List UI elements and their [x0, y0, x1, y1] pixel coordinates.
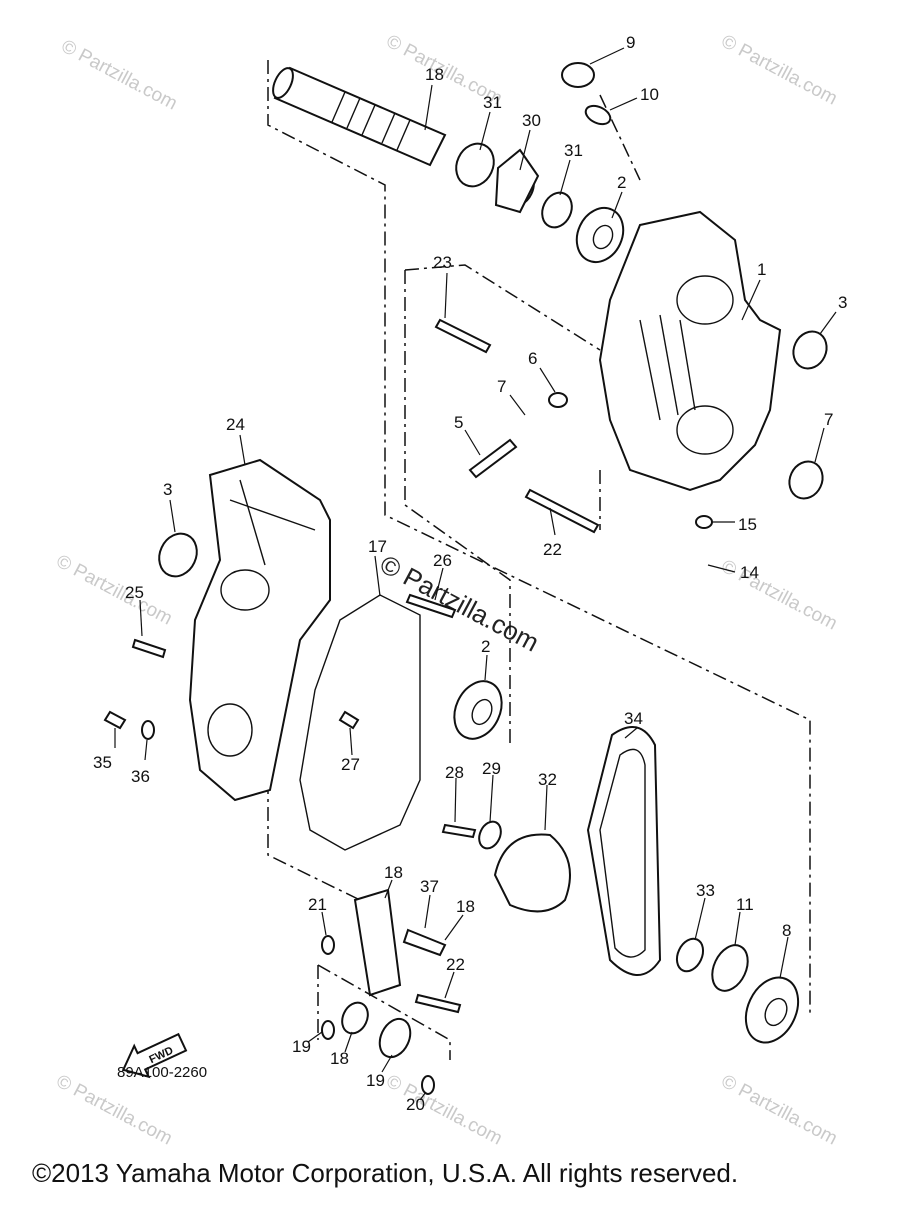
- gear-case: [598, 210, 782, 492]
- callout-24: 24: [226, 415, 245, 434]
- callout-35: 35: [93, 753, 112, 772]
- callout-10: 6: [528, 349, 537, 368]
- callout-23: 23: [433, 253, 452, 272]
- callout-37: 37: [420, 877, 439, 896]
- watermark-1: © Partzilla.com: [58, 36, 181, 115]
- callout-15: 18: [425, 65, 444, 84]
- leader-lines: [114, 47, 837, 1101]
- assembly-boundaries: [267, 60, 811, 1060]
- bolts: [103, 318, 600, 1014]
- callout-36: 36: [131, 767, 150, 786]
- boundary-axis-7: [599, 94, 641, 181]
- callout-1: 1: [757, 260, 766, 279]
- watermark-5: © Partzilla.com: [718, 556, 841, 635]
- chain: [586, 726, 662, 976]
- callout-14: 17: [368, 537, 387, 556]
- callout-11: 7: [497, 377, 506, 396]
- boundary-bolts: [404, 270, 511, 745]
- watermark-8: © Partzilla.com: [718, 1071, 841, 1150]
- shaft: [272, 66, 447, 167]
- copyright-notice: ©2013 Yamaha Motor Corporation, U.S.A. A…: [32, 1158, 739, 1188]
- callout-6: 11: [736, 895, 754, 914]
- boundary-tensioner: [317, 964, 451, 1060]
- callout-32: 32: [538, 770, 557, 789]
- callout-19-b: 20: [406, 1095, 425, 1114]
- callouts: 9 10 18 31 30 31 2 1 3 23 6 7 5 7 24 3 1…: [93, 33, 847, 1114]
- callout-33: 33: [696, 881, 715, 900]
- callout-29: 29: [482, 759, 501, 778]
- callout-13: 15: [738, 515, 757, 534]
- center-watermark: © Partzilla.com: [375, 549, 544, 658]
- callout-18-a: 18: [330, 1049, 349, 1068]
- callout-3-b: 3: [163, 480, 172, 499]
- callout-28: 28: [445, 763, 464, 782]
- callout-20: 21: [308, 895, 327, 914]
- callout-12: 14: [740, 563, 759, 582]
- callout-2-b: 2: [481, 637, 490, 656]
- callout-25: 25: [125, 583, 144, 602]
- callout-17: 18: [384, 863, 403, 882]
- callout-31-a: 31: [483, 93, 502, 112]
- callout-7: 9: [626, 33, 635, 52]
- callout-16: 18: [456, 897, 475, 916]
- callout-31-b: 31: [564, 141, 583, 160]
- gears: [493, 148, 571, 913]
- callout-18-b: 19: [366, 1071, 385, 1090]
- callout-19-a: 19: [292, 1037, 311, 1056]
- watermark-4: © Partzilla.com: [53, 551, 176, 630]
- callout-22: 22: [543, 540, 562, 559]
- watermark-6: © Partzilla.com: [53, 1071, 176, 1150]
- watermark-3: © Partzilla.com: [718, 31, 841, 110]
- callout-2-a: 2: [617, 173, 626, 192]
- callout-3-a: 3: [838, 293, 847, 312]
- boundary-bolt-group: [404, 264, 601, 351]
- callout-26: 26: [433, 551, 452, 570]
- callout-9: 5: [454, 413, 463, 432]
- diagram-code: 89A100-2260: [117, 1064, 208, 1081]
- callout-30: 30: [522, 111, 541, 130]
- gasket: [299, 594, 421, 851]
- callout-4: 8: [782, 921, 791, 940]
- boundary-main: [267, 60, 811, 1015]
- callout-27: 27: [341, 755, 360, 774]
- callout-21: 22: [446, 955, 465, 974]
- case-cover: [188, 458, 331, 802]
- callout-34: 34: [624, 709, 643, 728]
- watermark-7: © Partzilla.com: [383, 1071, 506, 1150]
- tensioner-arm: [353, 888, 402, 997]
- fwd-arrow: FWD: [121, 1032, 188, 1079]
- callout-8: 10: [640, 85, 659, 104]
- callout-5: 7: [824, 410, 833, 429]
- boundary-left: [267, 780, 361, 901]
